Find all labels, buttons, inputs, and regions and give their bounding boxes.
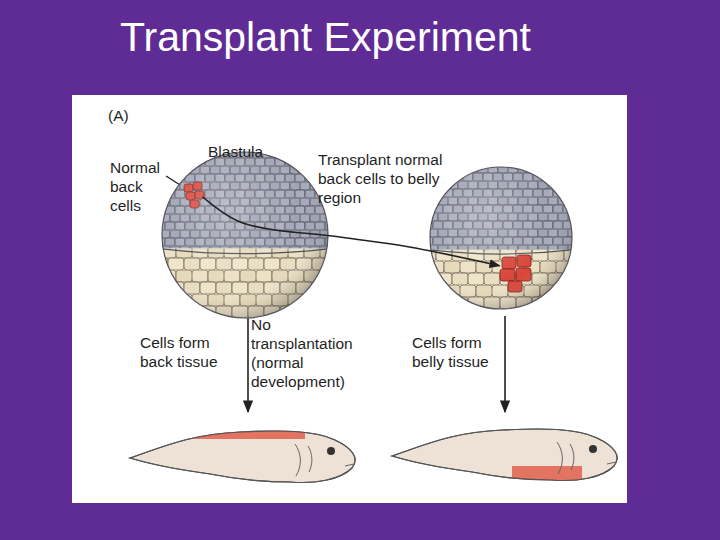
node-heading: Transplant normal back cells to belly re…	[318, 150, 463, 207]
sphere-outline	[160, 150, 330, 320]
annotation-label: Cells form back tissue	[140, 333, 236, 371]
figure-panel	[72, 95, 627, 503]
down-arrow	[504, 316, 506, 412]
blastula-sphere: Transplant normal back cells to belly re…	[428, 165, 574, 311]
panel-letter: (A)	[108, 106, 158, 125]
down-arrow	[247, 318, 249, 412]
sphere-outline	[428, 165, 574, 311]
annotation-label: No transplantation (normal development)	[251, 315, 369, 391]
annotation-label: Normal back cells	[110, 158, 172, 215]
slide-title: Transplant Experiment	[120, 12, 531, 62]
blastula-sphere: Blastula	[160, 150, 330, 320]
tadpole	[130, 420, 355, 482]
transplant-arrow	[203, 197, 500, 266]
node-heading: Blastula	[208, 142, 298, 161]
tadpole	[392, 429, 617, 484]
annotation-label: Cells form belly tissue	[412, 333, 508, 371]
